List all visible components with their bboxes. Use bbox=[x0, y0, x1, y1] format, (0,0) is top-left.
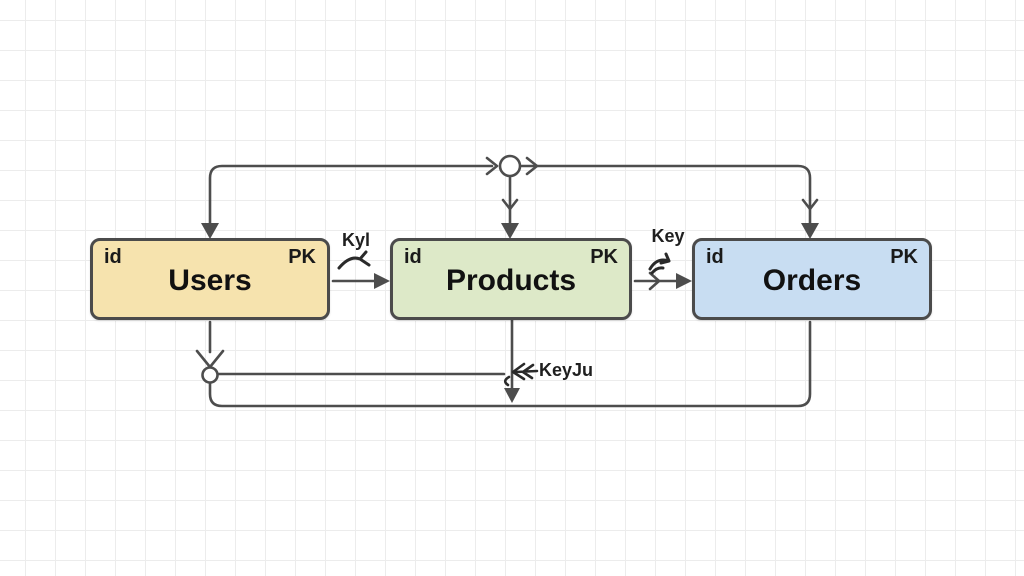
connector-bottom-loop bbox=[195, 318, 812, 408]
entity-products-pk-badge: PK bbox=[590, 246, 618, 268]
scribble-arrow-icon bbox=[648, 252, 671, 275]
entity-users-field: id bbox=[104, 246, 122, 268]
entity-products[interactable]: id PK Products bbox=[390, 238, 632, 320]
chevron-right-icon bbox=[485, 156, 499, 176]
connector-products-orders bbox=[633, 252, 692, 291]
arrowhead-down-icon bbox=[201, 223, 219, 239]
entity-users-pk-badge: PK bbox=[288, 246, 316, 268]
entity-orders-field: id bbox=[706, 246, 724, 268]
entity-products-field: id bbox=[404, 246, 422, 268]
arrowhead-down-icon bbox=[504, 388, 520, 403]
entity-orders-pk-badge: PK bbox=[890, 246, 918, 268]
chevron-down-icon bbox=[501, 198, 519, 211]
chevron-down-icon bbox=[801, 198, 819, 211]
arrowhead-right-icon bbox=[374, 273, 390, 289]
entity-orders-title: Orders bbox=[762, 264, 862, 297]
edge-label-users-products: Kyl bbox=[341, 230, 370, 250]
scribble-arrow-icon bbox=[337, 250, 371, 270]
entity-users[interactable]: id PK Users bbox=[90, 238, 330, 320]
arrowhead-down-icon bbox=[501, 223, 519, 239]
junction-circle-icon bbox=[498, 154, 522, 178]
chevron-right-icon bbox=[648, 271, 661, 291]
connector-users-products bbox=[331, 250, 390, 289]
entity-orders[interactable]: id PK Orders bbox=[692, 238, 932, 320]
edge-label-products-orders: Key bbox=[651, 226, 685, 246]
junction-circle-icon bbox=[201, 366, 219, 384]
edge-label-products-bottom: KeyJu bbox=[539, 360, 594, 380]
entity-products-title: Products bbox=[445, 264, 577, 297]
arrowhead-down-icon bbox=[801, 223, 819, 239]
crow-foot-icon bbox=[195, 349, 225, 369]
connector-top-loop bbox=[201, 154, 819, 239]
entity-users-title: Users bbox=[168, 264, 252, 297]
arrowhead-right-icon bbox=[676, 273, 692, 289]
scribble-arrow-icon bbox=[503, 362, 539, 387]
